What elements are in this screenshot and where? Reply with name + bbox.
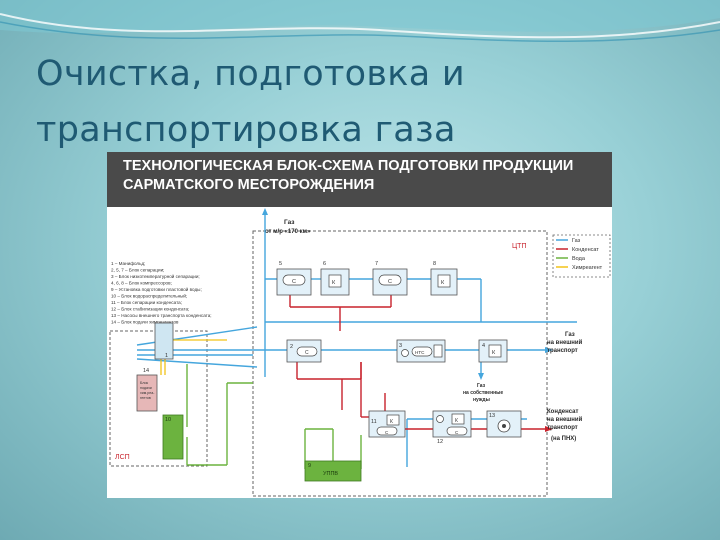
slide-title: Очистка, подготовка и транспортировка га…: [36, 54, 465, 150]
inlet-label-line-1: Газ: [284, 219, 295, 226]
separator-vessel: [376, 426, 398, 436]
block-7-label: С: [388, 279, 392, 285]
block-6-label: К: [332, 280, 336, 286]
block-10-number: 10: [165, 417, 171, 423]
lts-vessel: [411, 346, 433, 357]
gas-arrow: [262, 208, 268, 215]
stabilization-valve-icon: [436, 415, 444, 423]
legend-border: [552, 234, 611, 278]
key-item: 4, 6, 8 – Блок компрессоров;: [111, 281, 172, 286]
block-7-number: 7: [375, 261, 378, 267]
output-own-needs-line-1: Газ: [477, 383, 486, 389]
block-9-water-treatment: [304, 460, 362, 482]
block-4-number: 4: [482, 343, 485, 349]
output-gas-line-1: Газ: [565, 332, 575, 338]
compressor-unit: [386, 414, 400, 426]
lsp-zone-border: [109, 330, 208, 467]
output-condensate-line-2: на внешний: [547, 416, 583, 423]
flow-diagram: ТЕХНОЛОГИЧЕСКАЯ БЛОК-СХЕМА ПОДГОТОВКИ ПР…: [107, 152, 612, 498]
output-gas-line-2: на внешний: [547, 339, 583, 346]
key-item: 3 – Блок низкотемпературной сепарации;: [111, 273, 200, 279]
block-6-number: 6: [323, 261, 326, 267]
pump-icon-core: [502, 424, 506, 428]
lts-valve-icon: [401, 349, 409, 357]
block-11-vessel-label: С: [385, 430, 389, 435]
diagram-body: ЦТП ЛСП Газ от м/р «170 км» Газ Конденса…: [109, 208, 611, 497]
output-condensate-line-1: Конденсат: [547, 409, 578, 415]
block-12-label: К: [455, 418, 458, 424]
block-14-number: 14: [143, 368, 149, 374]
legend-gas-label: Газ: [572, 238, 581, 244]
key-item: 1 – Манифольд;: [111, 261, 145, 266]
legend-water-label: Вода: [572, 256, 586, 262]
block-5-number: 5: [279, 261, 282, 267]
separator-vessel: [282, 274, 306, 286]
decorative-waves: [0, 0, 720, 42]
legend-chemical-label: Химреагент: [572, 265, 603, 271]
block-8-number: 8: [433, 261, 436, 267]
diagram-title-line-2: САРМАТСКОГО МЕСТОРОЖДЕНИЯ: [123, 177, 375, 193]
key-item: 14 – Блок подачи химреагентов: [111, 320, 179, 325]
block-8-label: К: [441, 280, 445, 286]
block-3-number: 3: [399, 343, 402, 349]
output-own-needs-line-3: нужды: [473, 397, 490, 403]
key-item: 12 – Блок стабилизации конденсата;: [111, 307, 189, 312]
legend-condensate-label: Конденсат: [572, 247, 599, 253]
block-9-label: УППВ: [323, 471, 338, 477]
block-key-list: 1 – Манифольд; 2, 5, 7 – Блок сепарации;…: [111, 261, 212, 325]
diagram-title-line-1: ТЕХНОЛОГИЧЕСКАЯ БЛОК-СХЕМА ПОДГОТОВКИ ПР…: [123, 158, 574, 174]
key-item: 11 – Блок сепарации конденсата;: [111, 300, 182, 305]
separator-vessel: [378, 274, 402, 286]
gas-arrow: [545, 347, 553, 353]
inlet-label-line-2: от м/р «170 км»: [265, 229, 311, 235]
key-item: 9 – Установка подготовки пластовой воды;: [111, 286, 202, 292]
block-9-number: 9: [308, 463, 311, 469]
block-12-vessel-label: С: [455, 430, 459, 435]
key-item: 2, 5, 7 – Блок сепарации;: [111, 268, 164, 273]
block-14-caption: гентов: [140, 396, 151, 400]
output-own-needs-line-2: на собственные: [463, 389, 503, 396]
block-14-chemical-dosing: [136, 374, 158, 412]
block-14-caption: хим.реа-: [140, 391, 155, 395]
separator-vessel: [296, 346, 318, 357]
block-1-manifold: [154, 322, 174, 360]
block-12-number: 12: [437, 439, 443, 445]
lts-exchanger: [433, 344, 443, 358]
block-14-caption: подачи: [140, 386, 152, 390]
compressor-unit: [328, 274, 342, 288]
block-13-number: 13: [489, 413, 495, 419]
block-10-water-distribution: [162, 414, 184, 460]
water-lines: [186, 364, 362, 470]
separator-vessel: [446, 426, 468, 436]
key-item: 10 – Блок водораспределительный;: [111, 293, 187, 299]
output-gas-line-3: транспорт: [547, 348, 578, 354]
gas-arrow: [478, 373, 484, 380]
legend: Газ Конденсат Вода Химреагент: [556, 238, 603, 271]
block-2-label: С: [305, 350, 309, 356]
block-5-label: С: [292, 279, 296, 285]
ctp-zone-border: [252, 230, 548, 497]
block-11-label: К: [390, 419, 393, 425]
condensate-arrow: [545, 426, 553, 432]
block-3-label: НТС: [415, 350, 425, 355]
output-condensate-line-4: (на ПНХ): [551, 436, 576, 442]
compressor-unit: [437, 274, 451, 288]
key-item: 13 – Насосы внешнего транспорта конденса…: [111, 313, 212, 318]
block-1-number: 1: [165, 353, 168, 359]
ctp-zone-label: ЦТП: [512, 243, 527, 250]
lsp-zone-label: ЛСП: [115, 454, 130, 461]
block-11-number: 11: [371, 419, 377, 425]
compressor-unit: [451, 413, 465, 425]
output-condensate-line-3: транспорт: [547, 425, 578, 431]
compressor-unit: [488, 344, 502, 358]
block-2-number: 2: [290, 344, 293, 350]
block-4-label: К: [492, 350, 496, 356]
diagram-header: ТЕХНОЛОГИЧЕСКАЯ БЛОК-СХЕМА ПОДГОТОВКИ ПР…: [107, 152, 612, 207]
block-14-caption: Блок: [140, 381, 148, 385]
